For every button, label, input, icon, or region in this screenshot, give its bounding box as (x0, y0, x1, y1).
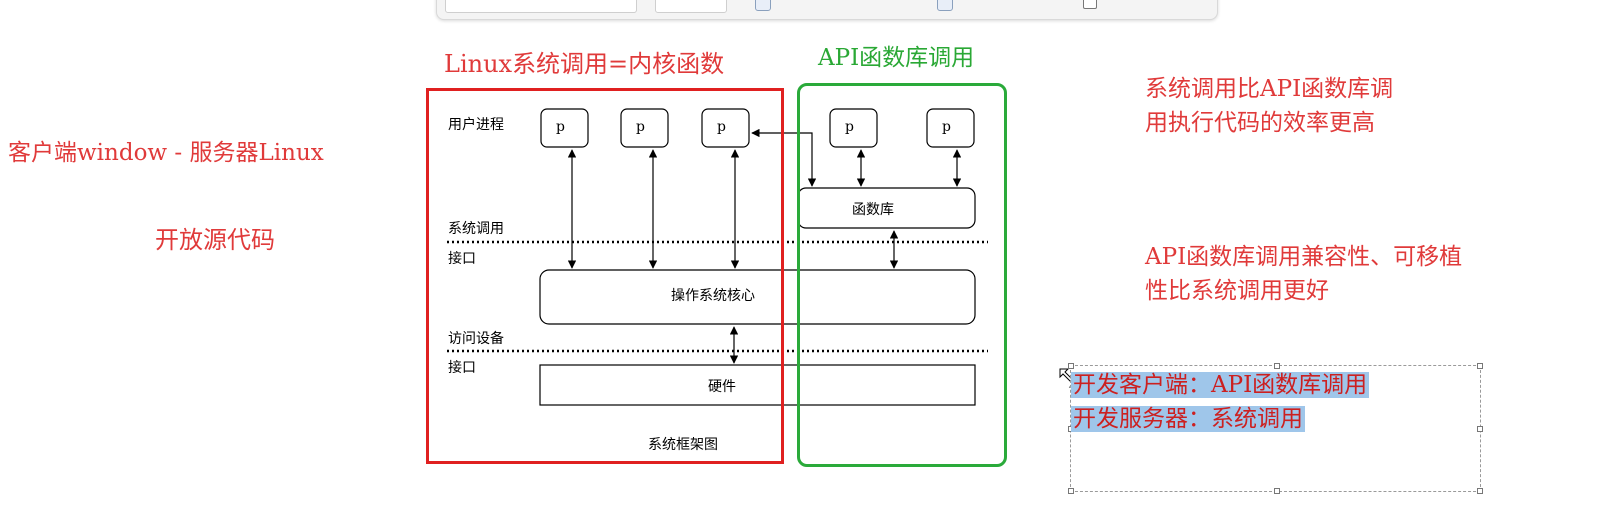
process-box (701, 108, 750, 148)
resize-handle[interactable] (1274, 363, 1280, 369)
resize-handle[interactable] (1068, 363, 1074, 369)
diagram-caption: 系统框架图 (648, 437, 718, 453)
selected-text[interactable]: 开发客户端：API函数库调用 开发服务器：系统调用 (1071, 368, 1370, 436)
resize-handle[interactable] (1477, 488, 1483, 494)
client-server-note: 客户端window - 服务器Linux (8, 140, 324, 166)
compatibility-note-line1: API函数库调用兼容性、可移植 (1145, 244, 1463, 270)
syscall-interface-label: 系统调用 (448, 221, 504, 237)
efficiency-note-line2: 用执行代码的效率更高 (1145, 110, 1375, 136)
process-label: p (717, 119, 726, 135)
format-button-2[interactable] (937, 0, 953, 11)
process-label: p (556, 119, 565, 135)
resize-handle[interactable] (1274, 488, 1280, 494)
format-button[interactable] (755, 0, 771, 11)
compatibility-note-line2: 性比系统调用更好 (1145, 278, 1329, 304)
hardware-label: 硬件 (708, 379, 736, 395)
selected-text-line1[interactable]: 开发客户端：API函数库调用 (1071, 372, 1370, 398)
process-box (540, 108, 589, 148)
device-interface-label-2: 接口 (448, 360, 476, 376)
process-box (926, 108, 975, 148)
process-label: p (845, 119, 854, 135)
resize-handle[interactable] (1477, 363, 1483, 369)
hardware-box (539, 364, 976, 406)
process-box (620, 108, 669, 148)
compatibility-note: API函数库调用兼容性、可移植 性比系统调用更好 (1145, 240, 1462, 308)
kernel-box (539, 269, 976, 325)
kernel-label: 操作系统核心 (671, 288, 755, 304)
font-size-field[interactable] (655, 0, 727, 13)
linux-syscall-label: Linux系统调用=内核函数 (444, 50, 725, 78)
api-library-label: API函数库调用 (818, 45, 975, 71)
linux-syscall-frame (426, 88, 784, 464)
syscall-interface-label-2: 接口 (448, 251, 476, 267)
api-library-frame (797, 83, 1007, 467)
selected-text-line2[interactable]: 开发服务器：系统调用 (1071, 406, 1305, 432)
process-label: p (942, 119, 951, 135)
efficiency-note: 系统调用比API函数库调 用执行代码的效率更高 (1145, 72, 1393, 140)
library-label: 函数库 (852, 202, 894, 218)
process-box (829, 108, 878, 148)
arrow-library-process (751, 128, 817, 187)
efficiency-note-line1: 系统调用比API函数库调 (1145, 76, 1394, 102)
process-label: p (636, 119, 645, 135)
option-checkbox[interactable] (1083, 0, 1097, 9)
resize-handle[interactable] (1068, 488, 1074, 494)
open-source-note: 开放源代码 (155, 226, 275, 254)
user-process-label: 用户进程 (448, 117, 504, 133)
device-interface-label: 访问设备 (448, 331, 504, 347)
editor-toolbar (436, 0, 1218, 20)
resize-handle[interactable] (1477, 426, 1483, 432)
font-name-field[interactable] (445, 0, 637, 13)
